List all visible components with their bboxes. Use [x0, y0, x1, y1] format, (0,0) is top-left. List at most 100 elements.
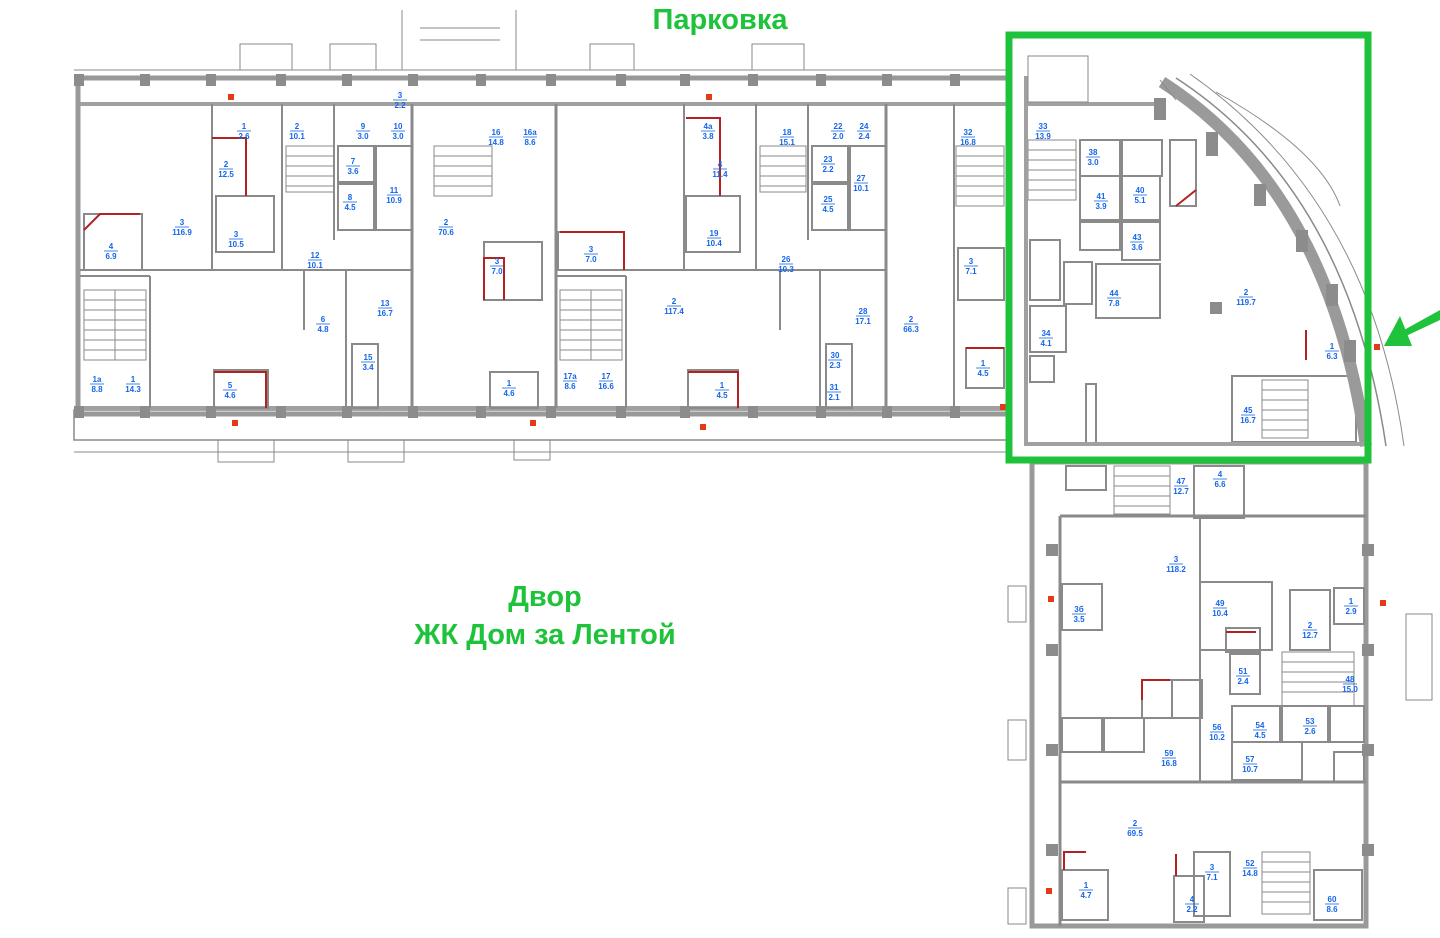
room-area: 2.4 [858, 132, 870, 141]
room-label: 73.6 [346, 157, 360, 176]
room-area: 3.6 [1131, 243, 1143, 252]
room-number: 3 [1174, 555, 1179, 564]
yard-label-line1: Двор [508, 581, 582, 613]
room-number: 2 [1244, 288, 1249, 297]
room-area: 4.8 [317, 325, 329, 334]
room-area: 3.6 [347, 167, 359, 176]
room-number: 25 [824, 195, 833, 204]
room-area: 10.5 [228, 240, 244, 249]
room-number: 27 [857, 174, 866, 183]
room-area: 4.5 [977, 369, 989, 378]
room-label: 37.0 [584, 245, 598, 264]
room-area: 17.1 [855, 317, 871, 326]
room-number: 22 [834, 122, 843, 131]
room-number: 33 [1039, 122, 1048, 131]
room-area: 4.5 [1254, 731, 1266, 740]
room-number: 48 [1346, 675, 1355, 684]
room-number: 4а [704, 122, 713, 131]
room-label: 114.3 [125, 375, 141, 394]
room-number: 5 [228, 381, 233, 390]
room-area: 16.7 [377, 309, 393, 318]
room-number: 31 [830, 383, 839, 392]
room-area: 117.4 [664, 307, 684, 316]
room-label: 64.8 [316, 315, 330, 334]
room-number: 1 [1084, 881, 1089, 890]
room-area: 2.1 [828, 393, 840, 402]
room-number: 40 [1136, 186, 1145, 195]
room-label: 14.7 [1079, 881, 1093, 900]
room-label: 42.2 [1185, 895, 1199, 914]
room-area: 4.5 [822, 205, 834, 214]
room-label: 222.0 [831, 122, 845, 141]
room-area: 8.6 [1326, 905, 1338, 914]
room-label: 512.4 [1236, 667, 1250, 686]
room-number: 28 [859, 307, 868, 316]
room-number: 3 [1210, 863, 1215, 872]
room-number: 59 [1165, 749, 1174, 758]
columns [74, 74, 1374, 856]
room-area: 3.0 [392, 132, 404, 141]
room-area: 16.8 [1161, 759, 1177, 768]
room-label: 411.4 [712, 160, 728, 179]
room-number: 2 [909, 315, 914, 324]
room-number: 8 [348, 193, 353, 202]
room-number: 56 [1213, 723, 1222, 732]
room-area: 10.4 [1212, 609, 1228, 618]
room-area: 2.9 [1345, 607, 1357, 616]
room-number: 15 [364, 353, 373, 362]
room-number: 16а [523, 128, 537, 137]
room-area: 66.3 [903, 325, 919, 334]
room-number: 4 [1190, 895, 1195, 904]
room-area: 4.6 [503, 389, 515, 398]
room-number: 16 [492, 128, 501, 137]
room-number: 43 [1133, 233, 1142, 242]
room-label: 344.1 [1039, 329, 1053, 348]
room-area: 70.6 [438, 228, 454, 237]
room-label: 433.6 [1130, 233, 1144, 252]
room-number: 1 [981, 359, 986, 368]
room-label: 37.0 [490, 257, 504, 276]
room-label: 266.3 [903, 315, 919, 334]
room-label: 269.5 [1127, 819, 1143, 838]
room-area: 2.2 [822, 165, 834, 174]
room-number: 7 [351, 157, 356, 166]
room-number: 47 [1177, 477, 1186, 486]
stairs [83, 139, 1355, 915]
room-label: 103.0 [391, 122, 405, 141]
room-area: 16.8 [960, 138, 976, 147]
room-number: 3 [495, 257, 500, 266]
room-area: 4.5 [716, 391, 728, 400]
room-number: 19 [710, 229, 719, 238]
room-area: 15.0 [1342, 685, 1358, 694]
room-number: 18 [783, 128, 792, 137]
room-label: 383.0 [1086, 148, 1100, 167]
room-number: 1 [507, 379, 512, 388]
room-label: 544.5 [1253, 721, 1267, 740]
room-area: 69.5 [1127, 829, 1143, 838]
room-area: 3.0 [1087, 158, 1099, 167]
room-label: 93.0 [356, 122, 370, 141]
room-number: 1 [131, 375, 136, 384]
curved-facade [1158, 76, 1372, 447]
room-area: 2.2 [1186, 905, 1198, 914]
room-label: 14.6 [502, 379, 516, 398]
room-area: 16.7 [1240, 416, 1256, 425]
room-number: 24 [860, 122, 869, 131]
room-area: 7.1 [1206, 873, 1218, 882]
walls-layer [73, 10, 1433, 929]
room-number: 26 [782, 255, 791, 264]
room-label: 46.6 [1213, 470, 1227, 489]
room-area: 12.7 [1173, 487, 1189, 496]
room-label: 210.1 [289, 122, 305, 141]
room-area: 119.7 [1236, 298, 1256, 307]
parking-label: Парковка [652, 4, 788, 36]
